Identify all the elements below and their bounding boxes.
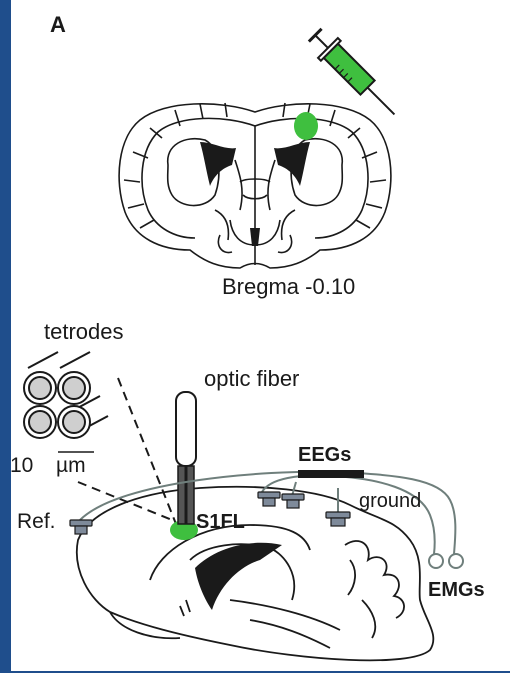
eegs-label: EEGs (298, 444, 351, 466)
optic-fiber-label: optic fiber (204, 366, 299, 391)
wires (80, 472, 463, 568)
brain-outline (77, 487, 434, 661)
screw-eeg-1 (258, 492, 280, 506)
emg-ring-right (449, 554, 463, 568)
ref-label: Ref. (17, 510, 56, 533)
screw-ground (326, 512, 350, 526)
cerebellum-folds (345, 541, 404, 638)
injection-site (294, 112, 318, 140)
sagittal-brain (77, 487, 434, 661)
third-ventricle (250, 228, 260, 246)
bregma-label: Bregma -0.10 (222, 274, 355, 299)
tetrodes-label: tetrodes (44, 319, 124, 344)
s1fl-label: S1FL (196, 511, 245, 533)
scale-unit: µm (56, 454, 86, 477)
scale-value: 10 (10, 454, 33, 477)
emg-ring-left (429, 554, 443, 568)
ventricle-black (195, 543, 282, 610)
tetrode-bundle-icon (24, 352, 108, 438)
optic-fiber-icon (176, 392, 196, 524)
screw-eeg-2 (282, 494, 304, 508)
screw-ref (70, 520, 92, 534)
eeg-connector (298, 470, 364, 478)
syringe-icon (305, 25, 404, 124)
wire-ref (80, 472, 455, 554)
ground-label: ground (359, 490, 421, 512)
hypothalamus (180, 600, 190, 616)
panel-letter: A (50, 12, 66, 37)
brainstem (230, 600, 340, 648)
emgs-label: EMGs (428, 579, 485, 601)
